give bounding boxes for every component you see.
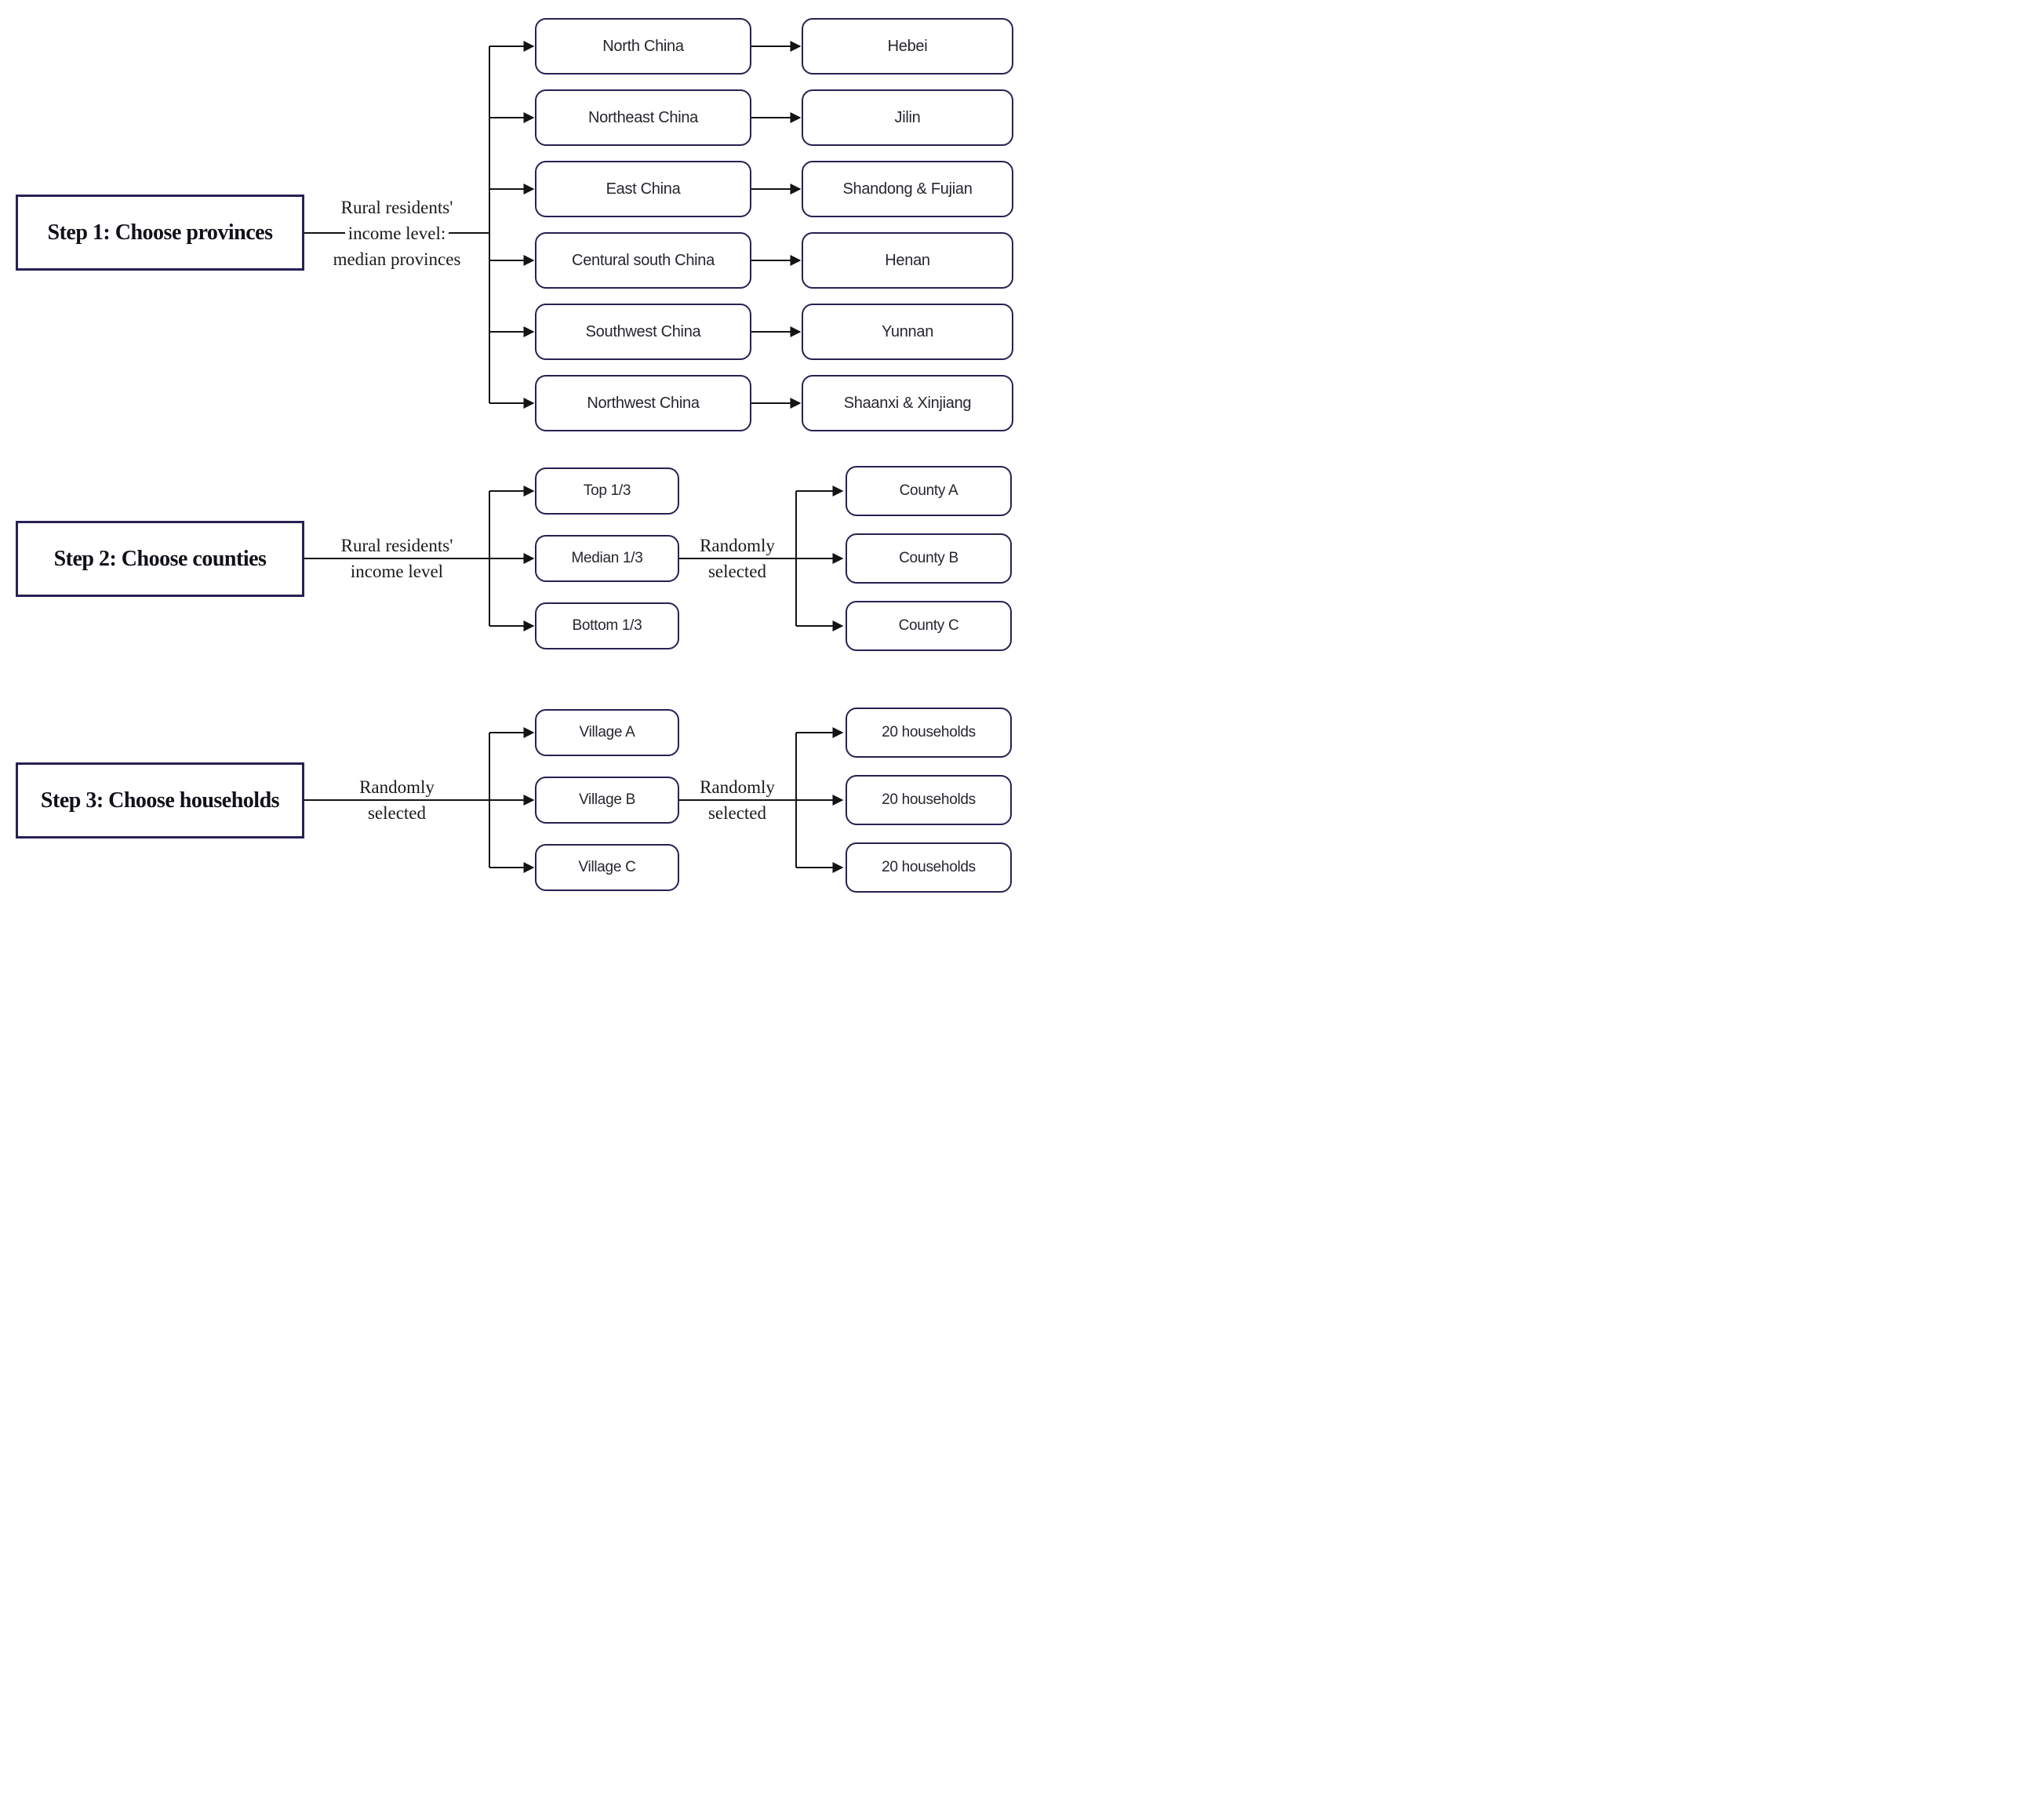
step-1-box: Step 1: Choose provinces	[16, 195, 304, 271]
households-node-3: 20 households	[846, 842, 1012, 893]
province-node-shaanxi-xinjiang: Shaanxi & Xinjiang	[802, 375, 1013, 431]
province-node-hebei: Hebei	[802, 18, 1013, 75]
connector-lines	[304, 41, 844, 873]
county-node-a: County A	[846, 466, 1012, 516]
region-node-northeast-china: Northeast China	[535, 89, 751, 146]
region-node-east-china: East China	[535, 161, 751, 217]
region-node-southwest-china: Southwest China	[535, 304, 751, 360]
region-node-north-china: North China	[535, 18, 751, 75]
province-node-shandong-fujian: Shandong & Fujian	[802, 161, 1013, 217]
province-node-jilin: Jilin	[802, 89, 1013, 146]
step-2-box: Step 2: Choose counties	[16, 521, 304, 597]
step-3-box: Step 3: Choose households	[16, 762, 304, 839]
households-node-1: 20 households	[846, 708, 1012, 758]
tier-node-top-third: Top 1/3	[535, 467, 679, 515]
village-node-b: Village B	[535, 777, 679, 824]
county-node-c: County C	[846, 601, 1012, 651]
province-node-yunnan: Yunnan	[802, 304, 1013, 360]
region-node-central-south-china: Centural south China	[535, 232, 751, 289]
tier-node-median-third: Median 1/3	[535, 535, 679, 582]
households-node-2: 20 households	[846, 775, 1012, 825]
tier-node-bottom-third: Bottom 1/3	[535, 602, 679, 649]
village-node-a: Village A	[535, 709, 679, 756]
county-node-b: County B	[846, 533, 1012, 584]
village-node-c: Village C	[535, 844, 679, 891]
region-node-northwest-china: Northwest China	[535, 375, 751, 431]
province-node-henan: Henan	[802, 232, 1013, 289]
sampling-flowchart: Step 1: Choose provinces Step 2: Choose …	[0, 0, 1022, 910]
